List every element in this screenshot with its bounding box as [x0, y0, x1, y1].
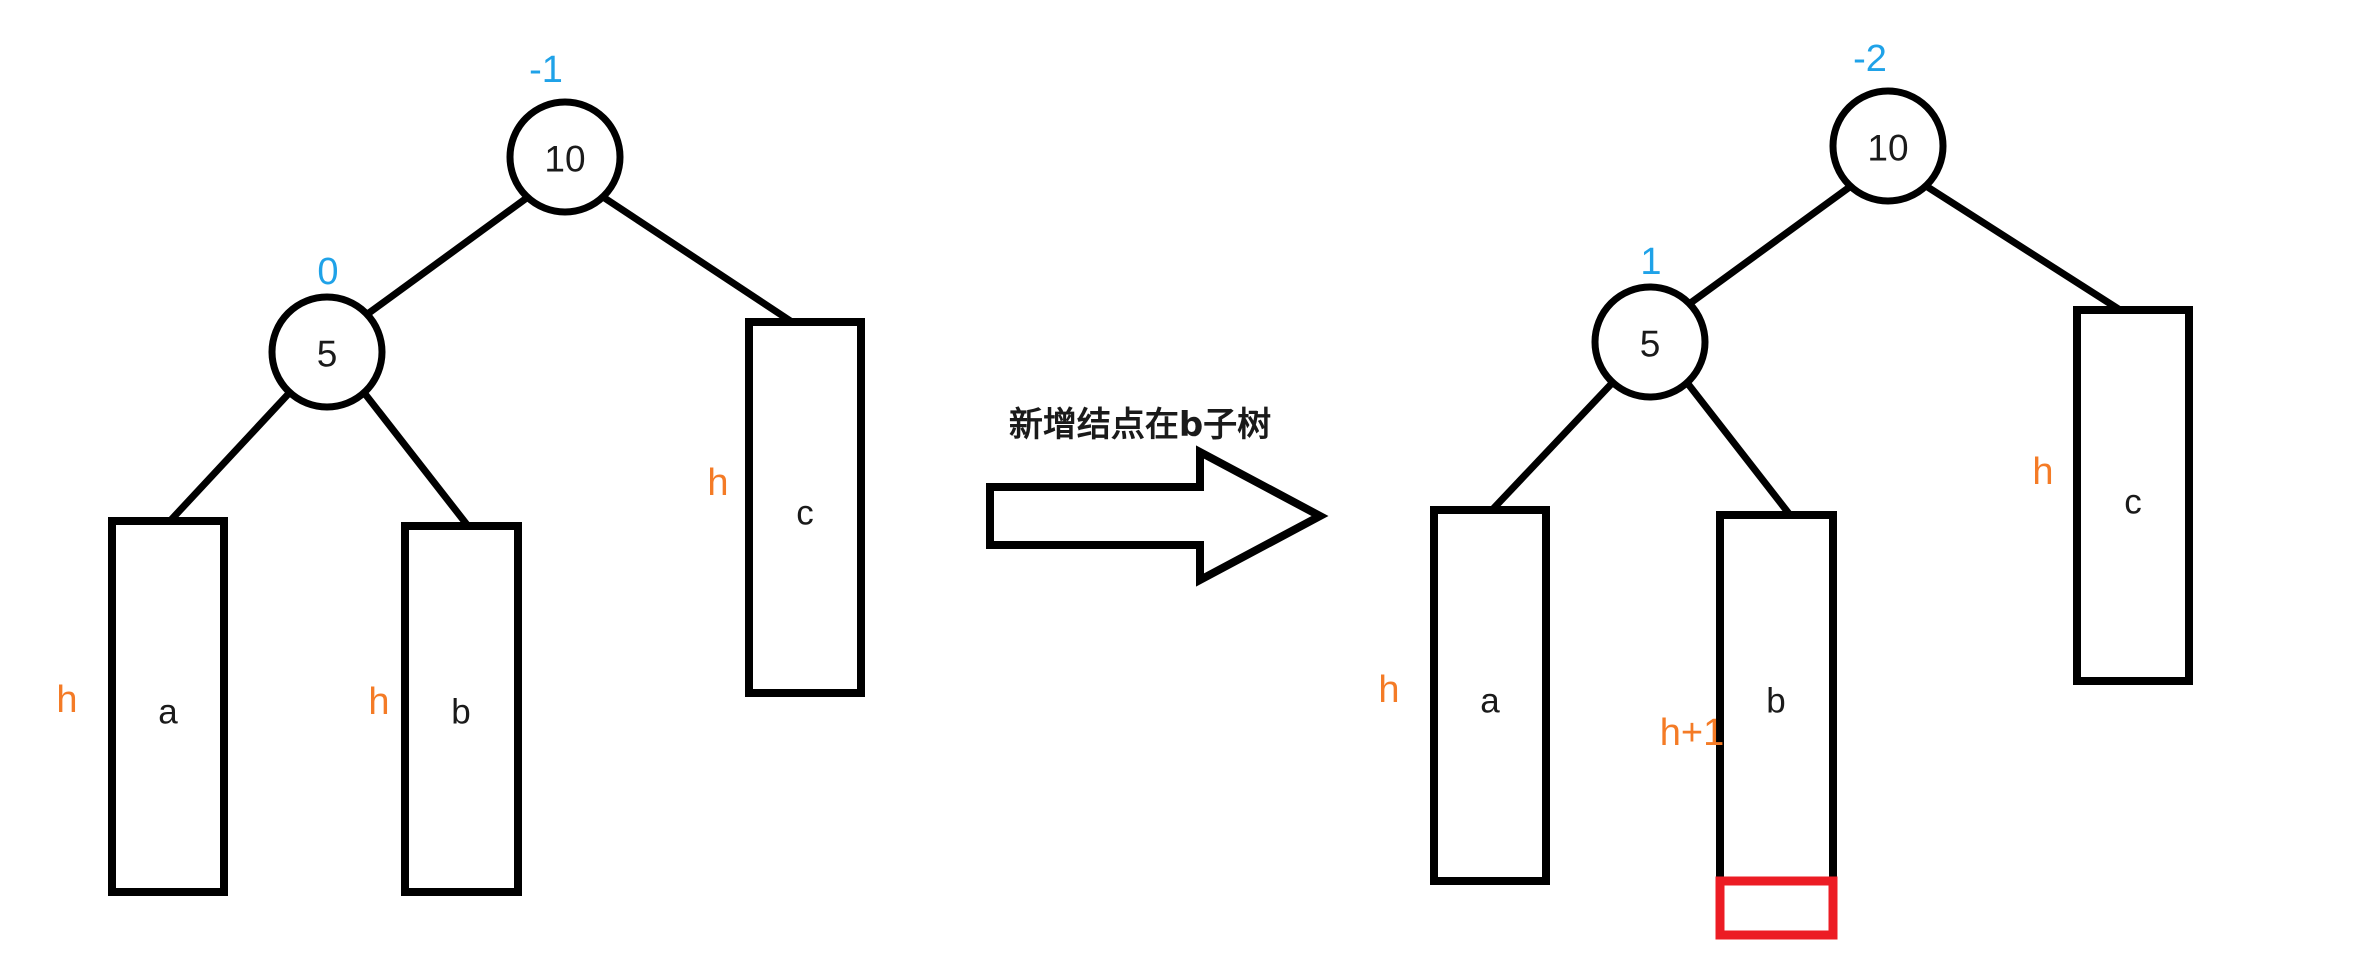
- subtree-box-b-after: [1716, 511, 1837, 885]
- subtree-label-a-after: a: [1480, 682, 1500, 721]
- right-arrow-icon: [986, 445, 1329, 587]
- node-circle-root-after: [1829, 87, 1947, 205]
- after-subtree-a: a h: [1378, 506, 1550, 885]
- subtree-label-c-after: c: [2124, 483, 2142, 522]
- before-subtree-a: a h: [56, 517, 228, 896]
- before-subtree-c: c h: [707, 318, 865, 697]
- edge-left-child-to-subtree-b: [359, 387, 471, 529]
- subtree-box-c: [745, 318, 865, 697]
- node-value-root: 10: [544, 139, 585, 180]
- node-circle-left-child: [268, 293, 386, 411]
- balance-factor-root: -1: [529, 49, 563, 91]
- node-value-left-child: 5: [317, 334, 338, 375]
- height-label-a: h: [56, 679, 77, 721]
- subtree-box-a-after: [1430, 506, 1550, 885]
- edge-left-child-to-subtree-a: [167, 387, 295, 524]
- node-value-root-after: 10: [1867, 128, 1908, 169]
- node-circle-left-child-after: [1591, 283, 1709, 401]
- edge-left-child-to-subtree-b-after: [1682, 377, 1793, 518]
- before-tree: a h b h c h 10 -1 5 0: [56, 49, 865, 896]
- balance-factor-left-child-after: 1: [1640, 241, 1661, 283]
- height-label-c-after: h: [2032, 451, 2053, 493]
- before-node-left-child: 5 0: [268, 251, 386, 411]
- before-node-root: 10 -1: [506, 49, 624, 216]
- after-subtree-b: b h+1: [1660, 511, 1838, 940]
- node-value-left-child-after: 5: [1640, 324, 1661, 365]
- subtree-box-c-after: [2073, 306, 2193, 685]
- after-node-left-child: 5 1: [1591, 241, 1709, 401]
- before-subtree-b: b h: [368, 522, 522, 896]
- balance-factor-left-child: 0: [317, 251, 338, 293]
- subtree-box-a: [108, 517, 228, 896]
- subtree-label-b-after: b: [1766, 682, 1785, 721]
- balance-factor-root-after: -2: [1853, 38, 1887, 80]
- subtree-box-b: [401, 522, 522, 896]
- edge-root-to-left-child: [359, 194, 531, 321]
- transition-caption: 新增结点在b子树: [1009, 405, 1271, 445]
- before-edges: [167, 194, 794, 529]
- subtree-label-a: a: [158, 693, 178, 732]
- height-label-c: h: [707, 462, 728, 504]
- edge-root-to-subtree-c: [601, 194, 794, 325]
- after-subtree-c: c h: [2032, 306, 2193, 685]
- height-label-b-after: h+1: [1660, 712, 1724, 754]
- after-edges: [1489, 183, 2122, 518]
- node-circle-root: [506, 98, 624, 216]
- after-tree: a h b h+1 c h 10 -2 5: [1378, 38, 2193, 940]
- height-label-b: h: [368, 681, 389, 723]
- transition-arrow-group: 新增结点在b子树: [986, 405, 1329, 587]
- edge-left-child-to-subtree-a-after: [1489, 377, 1618, 513]
- new-node-box: [1715, 876, 1838, 940]
- subtree-label-c: c: [796, 494, 814, 533]
- after-node-root: 10 -2: [1829, 38, 1947, 205]
- height-label-a-after: h: [1378, 669, 1399, 711]
- edge-root-to-subtree-c-after: [1924, 183, 2122, 313]
- edge-root-to-left-child-after: [1682, 183, 1854, 310]
- subtree-label-b: b: [451, 693, 470, 732]
